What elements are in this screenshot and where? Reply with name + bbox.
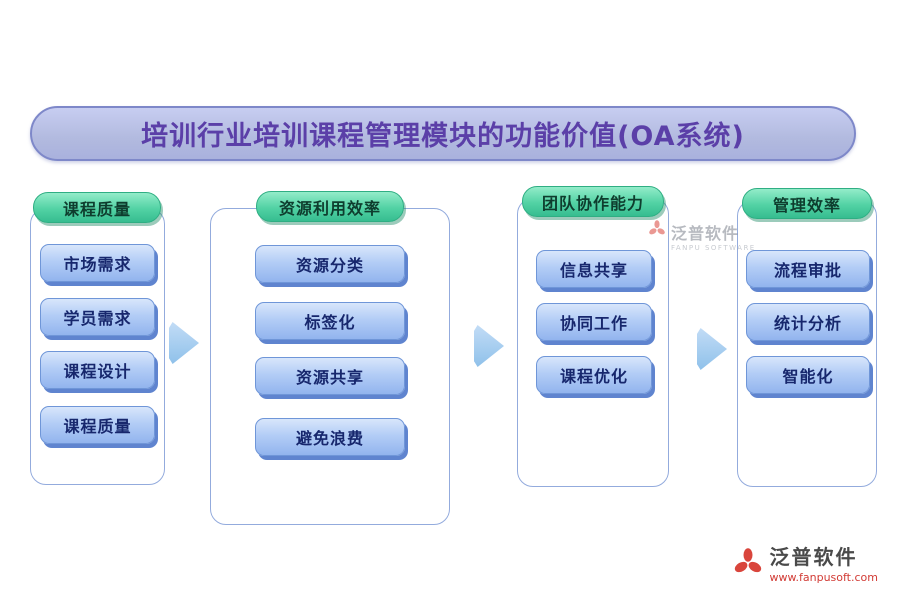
item-student-demand: 学员需求 [40,298,155,336]
item-course-optimization: 课程优化 [536,356,652,394]
item-resource-classification: 资源分类 [255,245,405,283]
item-course-design: 课程设计 [40,351,155,389]
item-process-approval: 流程审批 [746,250,870,288]
flow-arrow-icon [474,325,504,367]
item-resource-sharing: 资源共享 [255,357,405,395]
item-intelligence: 智能化 [746,356,870,394]
diagram-title: 培训行业培训课程管理模块的功能价值(OA系统) [30,106,856,161]
item-market-demand: 市场需求 [40,244,155,282]
column-header-course-quality: 课程质量 [33,192,161,223]
flow-arrow-icon [169,322,199,364]
watermark-brand-text: 泛普软件 [671,224,740,243]
item-course-quality: 课程质量 [40,406,155,444]
watermark-top: 泛普软件 FANPU SOFTWARE [648,220,756,252]
flow-arrow-icon [697,328,727,370]
item-tagging: 标签化 [255,302,405,340]
watermark-brand-text: 泛普软件 [769,545,858,569]
item-collaborative-work: 协同工作 [536,303,652,341]
column-header-team-collaboration: 团队协作能力 [522,186,664,217]
fanpu-logo-icon [649,220,665,235]
column-header-management-efficiency: 管理效率 [742,188,872,219]
item-avoid-waste: 避免浪费 [255,418,405,456]
column-header-resource-efficiency: 资源利用效率 [256,191,404,222]
fanpu-logo-icon [734,547,761,572]
watermark-brand-subtext: FANPU SOFTWARE [671,244,756,252]
item-info-sharing: 信息共享 [536,250,652,288]
item-statistic-analysis: 统计分析 [746,303,870,341]
column-management-efficiency [737,200,877,487]
column-team-collaboration [517,198,669,487]
watermark-bottom: 泛普软件 www.fanpusoft.com [733,541,878,584]
watermark-url: www.fanpusoft.com [769,571,878,584]
